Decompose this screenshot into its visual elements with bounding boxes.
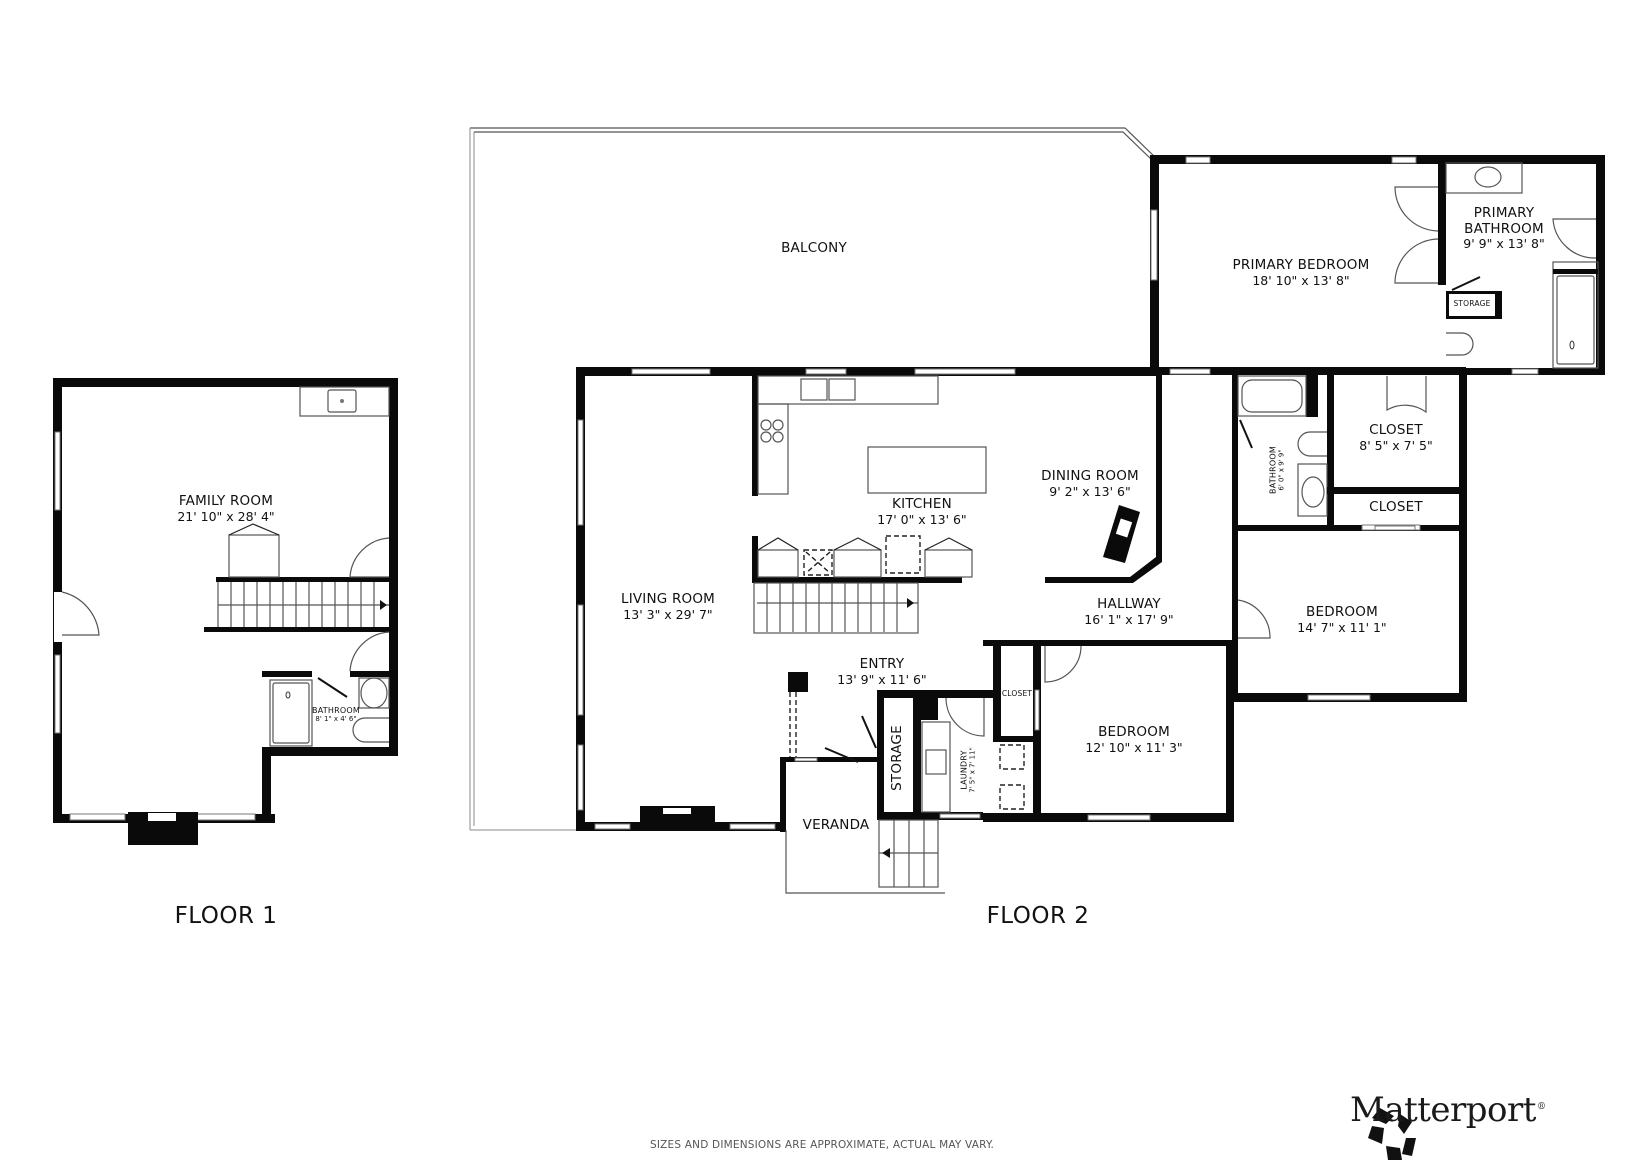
room-label-laundry: LAUNDRY 7' 5" x 7' 11" [959,747,977,793]
room-label-bedroom-south: BEDROOM 12' 10" x 11' 3" [1085,724,1183,755]
room-label-bathroom-floor1: BATHROOM 8' 1" x 4' 6" [312,706,360,724]
brand-wordmark: Matterport® [1350,1090,1546,1130]
room-label-closet-entry: CLOSET [1001,689,1033,698]
floor2-title: FLOOR 2 [986,903,1090,929]
room-label-kitchen: KITCHEN 17' 0" x 13' 6" [877,496,967,527]
floor1-title: FLOOR 1 [174,903,278,929]
room-label-hallway: HALLWAY 16' 1" x 17' 9" [1084,596,1174,627]
room-label-veranda: VERANDA [802,817,870,833]
room-label-bedroom-east: BEDROOM 14' 7" x 11' 1" [1297,604,1387,635]
room-label-dining-room: DINING ROOM 9' 2" x 13' 6" [1041,468,1139,499]
room-label-closet-large: CLOSET 8' 5" x 7' 5" [1359,422,1433,453]
room-label-storage-primary: STORAGE [1453,299,1491,308]
matterport-brand: Matterport® [1350,1090,1546,1130]
matterport-logo-icon [1368,1108,1416,1160]
floor2-plan [469,127,1605,894]
registered-mark: ® [1536,1101,1546,1112]
room-label-bathroom-floor2: BATHROOM 6' 0" x 9' 9" [1268,446,1286,494]
room-label-primary-bedroom: PRIMARY BEDROOM 18' 10" x 13' 8" [1232,257,1370,288]
disclaimer-text: SIZES AND DIMENSIONS ARE APPROXIMATE, AC… [649,1139,995,1151]
floor1-plan [53,378,398,845]
room-label-balcony: BALCONY [781,240,847,256]
room-label-storage-entry: STORAGE [889,725,906,791]
room-label-living-room: LIVING ROOM 13' 3" x 29' 7" [620,591,716,622]
room-label-primary-bathroom: PRIMARY BATHROOM 9' 9" x 13' 8" [1463,205,1545,252]
room-label-closet-small: CLOSET [1369,499,1423,515]
room-label-family-room: FAMILY ROOM 21' 10" x 28' 4" [177,493,275,524]
room-label-entry: ENTRY 13' 9" x 11' 6" [837,656,927,687]
